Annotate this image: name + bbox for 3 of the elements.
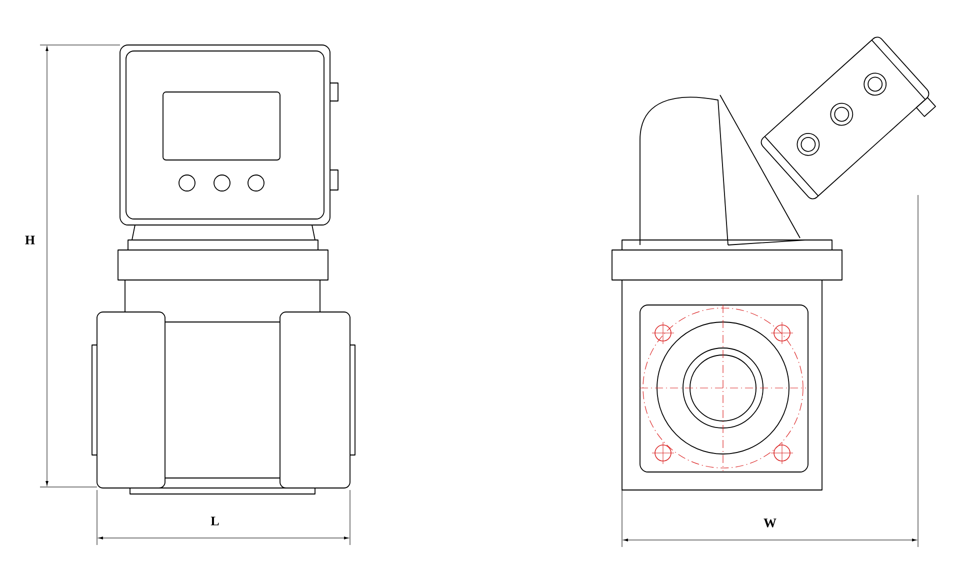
dimension-label: H — [25, 236, 35, 244]
dimension-label: L — [210, 516, 219, 526]
dimension-label: W — [764, 518, 776, 528]
